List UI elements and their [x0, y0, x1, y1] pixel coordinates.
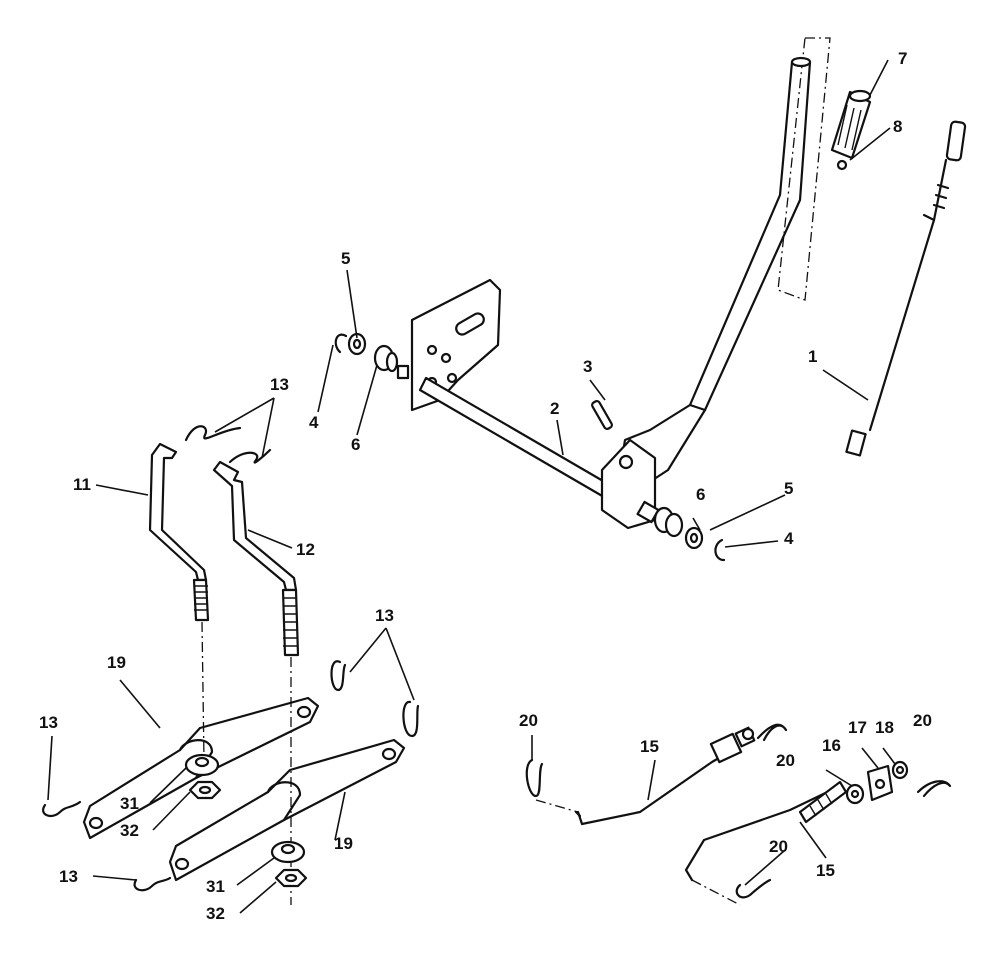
height-adjust-rod	[845, 120, 967, 457]
hairpin-clip-arm-c	[42, 800, 82, 818]
callout-31-lower: 31	[206, 877, 225, 896]
roll-pin	[591, 400, 613, 430]
callout-5-lower: 5	[784, 479, 793, 498]
callout-labels: 1 2 3 4 5 6 7 8 6 5 4 11 12 13 13 19 19 …	[39, 49, 932, 923]
callout-32-lower: 32	[206, 904, 225, 923]
nut-lower	[274, 868, 308, 888]
bushing-right	[653, 506, 684, 538]
hairpin-clip-arm-d	[133, 876, 172, 892]
hairpin-clip-20-b	[756, 723, 788, 742]
callout-19-upper: 19	[107, 653, 126, 672]
callout-32-upper: 32	[120, 821, 139, 840]
callout-7: 7	[898, 49, 907, 68]
lift-handle	[618, 37, 831, 487]
nut-upper	[188, 780, 222, 800]
trunnion-17	[866, 764, 894, 802]
callout-17: 17	[848, 718, 867, 737]
callout-13-arm-right: 13	[375, 606, 394, 625]
callout-20-left: 20	[519, 711, 538, 730]
callout-3: 3	[583, 357, 592, 376]
hairpin-clip-20-a	[525, 758, 544, 798]
hairpin-clip-arm-b	[402, 700, 420, 738]
callout-11: 11	[73, 475, 91, 494]
mounting-plate	[410, 278, 502, 412]
hairpin-clip-arm-a	[330, 660, 347, 692]
callout-4-lower: 4	[784, 529, 794, 548]
grip-clip	[836, 159, 848, 171]
hairpin-clip-20-c	[916, 780, 952, 798]
adjust-rod-lower	[684, 780, 848, 882]
callout-15-upper: 15	[640, 737, 659, 756]
callout-20-right: 20	[913, 711, 932, 730]
hairpin-clip-upper-b	[228, 448, 272, 464]
callout-13-arm-bottom: 13	[59, 867, 78, 886]
washer-right	[684, 526, 704, 550]
callout-4-upper: 4	[309, 413, 319, 432]
callout-31-upper: 31	[120, 794, 139, 813]
centerline-left	[201, 621, 205, 761]
retaining-clip-left	[334, 333, 348, 354]
callout-19-lower: 19	[334, 834, 353, 853]
callout-15-lower: 15	[816, 861, 835, 880]
bushing-left	[373, 344, 410, 380]
callout-16: 16	[822, 736, 841, 755]
callout-12: 12	[296, 540, 315, 559]
callout-20-upper-mid: 20	[776, 751, 795, 770]
washer-16	[845, 783, 865, 805]
callout-8: 8	[893, 117, 902, 136]
lift-link-left	[148, 442, 210, 622]
callout-18: 18	[875, 718, 894, 737]
callout-5-upper: 5	[341, 249, 350, 268]
lift-arm-lower	[168, 738, 406, 882]
nut-18	[891, 760, 909, 780]
callout-6-lower: 6	[696, 485, 705, 504]
lift-link-right	[212, 460, 300, 657]
cross-shaft	[418, 376, 660, 530]
centerline-rod-upper	[535, 799, 579, 813]
callout-6-upper: 6	[351, 435, 360, 454]
leader-lines	[47, 59, 896, 914]
centerline-rod-lower	[691, 879, 741, 906]
callout-20-lower: 20	[769, 837, 788, 856]
retaining-clip-right	[714, 538, 726, 562]
spacer-lower	[270, 840, 306, 864]
adjust-rod-upper	[574, 726, 756, 826]
callout-2: 2	[550, 399, 559, 418]
callout-1: 1	[808, 347, 817, 366]
hairpin-clip-upper-a	[184, 425, 242, 442]
hairpin-clip-20-d	[735, 878, 772, 899]
callout-13-arm-left: 13	[39, 713, 58, 732]
handle-grip	[830, 89, 872, 160]
callout-13-upper: 13	[270, 375, 289, 394]
spacer-upper	[184, 753, 220, 777]
